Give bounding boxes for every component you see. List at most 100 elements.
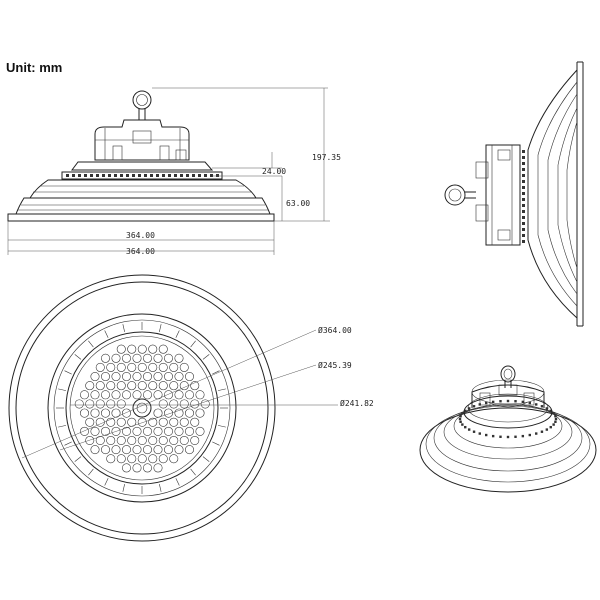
led-lens bbox=[195, 426, 205, 436]
led-lens bbox=[190, 399, 200, 409]
led-lens bbox=[111, 353, 121, 363]
hanging-ring bbox=[132, 90, 152, 110]
led-lens bbox=[122, 426, 132, 436]
led-lens bbox=[190, 435, 200, 445]
led-lens bbox=[158, 454, 168, 464]
led-lens bbox=[116, 344, 126, 354]
led-lens bbox=[85, 417, 95, 427]
led-lens bbox=[174, 408, 184, 418]
led-lens bbox=[148, 435, 158, 445]
led-lens bbox=[143, 372, 153, 382]
led-lens bbox=[153, 408, 163, 418]
led-lens bbox=[101, 445, 111, 455]
led-lens bbox=[148, 454, 158, 464]
led-lens bbox=[116, 435, 126, 445]
led-lens bbox=[101, 390, 111, 400]
led-lens bbox=[179, 399, 189, 409]
led-lens bbox=[95, 381, 105, 391]
led-lens bbox=[116, 454, 126, 464]
led-lens bbox=[137, 435, 147, 445]
center-hub bbox=[132, 398, 152, 418]
led-lens bbox=[164, 408, 174, 418]
led-panel bbox=[65, 331, 219, 485]
led-lens bbox=[143, 463, 153, 473]
led-lens bbox=[85, 435, 95, 445]
led-lens bbox=[85, 381, 95, 391]
side-ring bbox=[444, 184, 466, 206]
led-lens bbox=[158, 362, 168, 372]
led-lens bbox=[80, 408, 90, 418]
led-lens bbox=[158, 435, 168, 445]
led-lens bbox=[95, 362, 105, 372]
led-lens bbox=[90, 445, 100, 455]
led-lens bbox=[190, 381, 200, 391]
led-lens bbox=[90, 408, 100, 418]
iso-base bbox=[419, 407, 597, 493]
led-lens bbox=[169, 454, 179, 464]
led-lens bbox=[153, 372, 163, 382]
led-lens bbox=[185, 426, 195, 436]
led-lens bbox=[122, 445, 132, 455]
led-lens bbox=[101, 408, 111, 418]
dim-width-a: 364.00 bbox=[126, 231, 155, 240]
dim-total-height: 197.35 bbox=[312, 153, 341, 162]
led-lens bbox=[127, 362, 137, 372]
led-lens bbox=[111, 372, 121, 382]
led-lens bbox=[106, 435, 116, 445]
dim-upper-step: 24.00 bbox=[262, 167, 286, 176]
led-lens bbox=[137, 454, 147, 464]
led-lens bbox=[101, 372, 111, 382]
led-lens bbox=[132, 390, 142, 400]
led-lens bbox=[174, 353, 184, 363]
led-lens bbox=[95, 399, 105, 409]
iso-ring bbox=[500, 365, 516, 383]
led-lens bbox=[185, 390, 195, 400]
led-lens bbox=[90, 390, 100, 400]
led-lens bbox=[169, 381, 179, 391]
dia-middle-label: Ø245.39 bbox=[318, 360, 352, 370]
led-lens bbox=[137, 381, 147, 391]
led-lens bbox=[106, 362, 116, 372]
led-lens bbox=[200, 399, 210, 409]
led-lens bbox=[80, 390, 90, 400]
led-lens bbox=[111, 426, 121, 436]
led-lens bbox=[111, 390, 121, 400]
led-lens bbox=[132, 372, 142, 382]
led-lens bbox=[101, 426, 111, 436]
driver-housing bbox=[94, 119, 190, 161]
led-lens bbox=[148, 381, 158, 391]
side-view bbox=[444, 61, 584, 327]
led-lens bbox=[90, 372, 100, 382]
led-lens bbox=[164, 372, 174, 382]
isometric-view bbox=[419, 365, 597, 493]
led-lens bbox=[143, 390, 153, 400]
led-lens bbox=[174, 445, 184, 455]
front-view: 197.35 24.00 63.00 364.00 364.00 bbox=[7, 87, 341, 256]
led-lens bbox=[122, 353, 132, 363]
led-lens bbox=[148, 344, 158, 354]
base-plate bbox=[7, 213, 275, 222]
led-lens bbox=[174, 372, 184, 382]
led-lens bbox=[132, 353, 142, 363]
led-lens bbox=[127, 454, 137, 464]
led-lens bbox=[106, 381, 116, 391]
led-lens bbox=[143, 426, 153, 436]
fin-band bbox=[61, 171, 223, 180]
led-lens bbox=[174, 390, 184, 400]
led-lens bbox=[164, 353, 174, 363]
led-lens bbox=[153, 353, 163, 363]
side-driver bbox=[485, 144, 521, 246]
dim-width-b: 364.00 bbox=[126, 247, 155, 256]
led-lens bbox=[158, 417, 168, 427]
led-lens bbox=[153, 445, 163, 455]
outer-circle bbox=[8, 274, 276, 542]
led-lens bbox=[85, 399, 95, 409]
led-lens bbox=[143, 353, 153, 363]
led-lens bbox=[179, 362, 189, 372]
unit-label: Unit: mm bbox=[6, 60, 63, 75]
led-lens bbox=[90, 426, 100, 436]
led-lens bbox=[95, 435, 105, 445]
led-lens bbox=[169, 399, 179, 409]
led-lens bbox=[158, 381, 168, 391]
led-lens bbox=[148, 417, 158, 427]
